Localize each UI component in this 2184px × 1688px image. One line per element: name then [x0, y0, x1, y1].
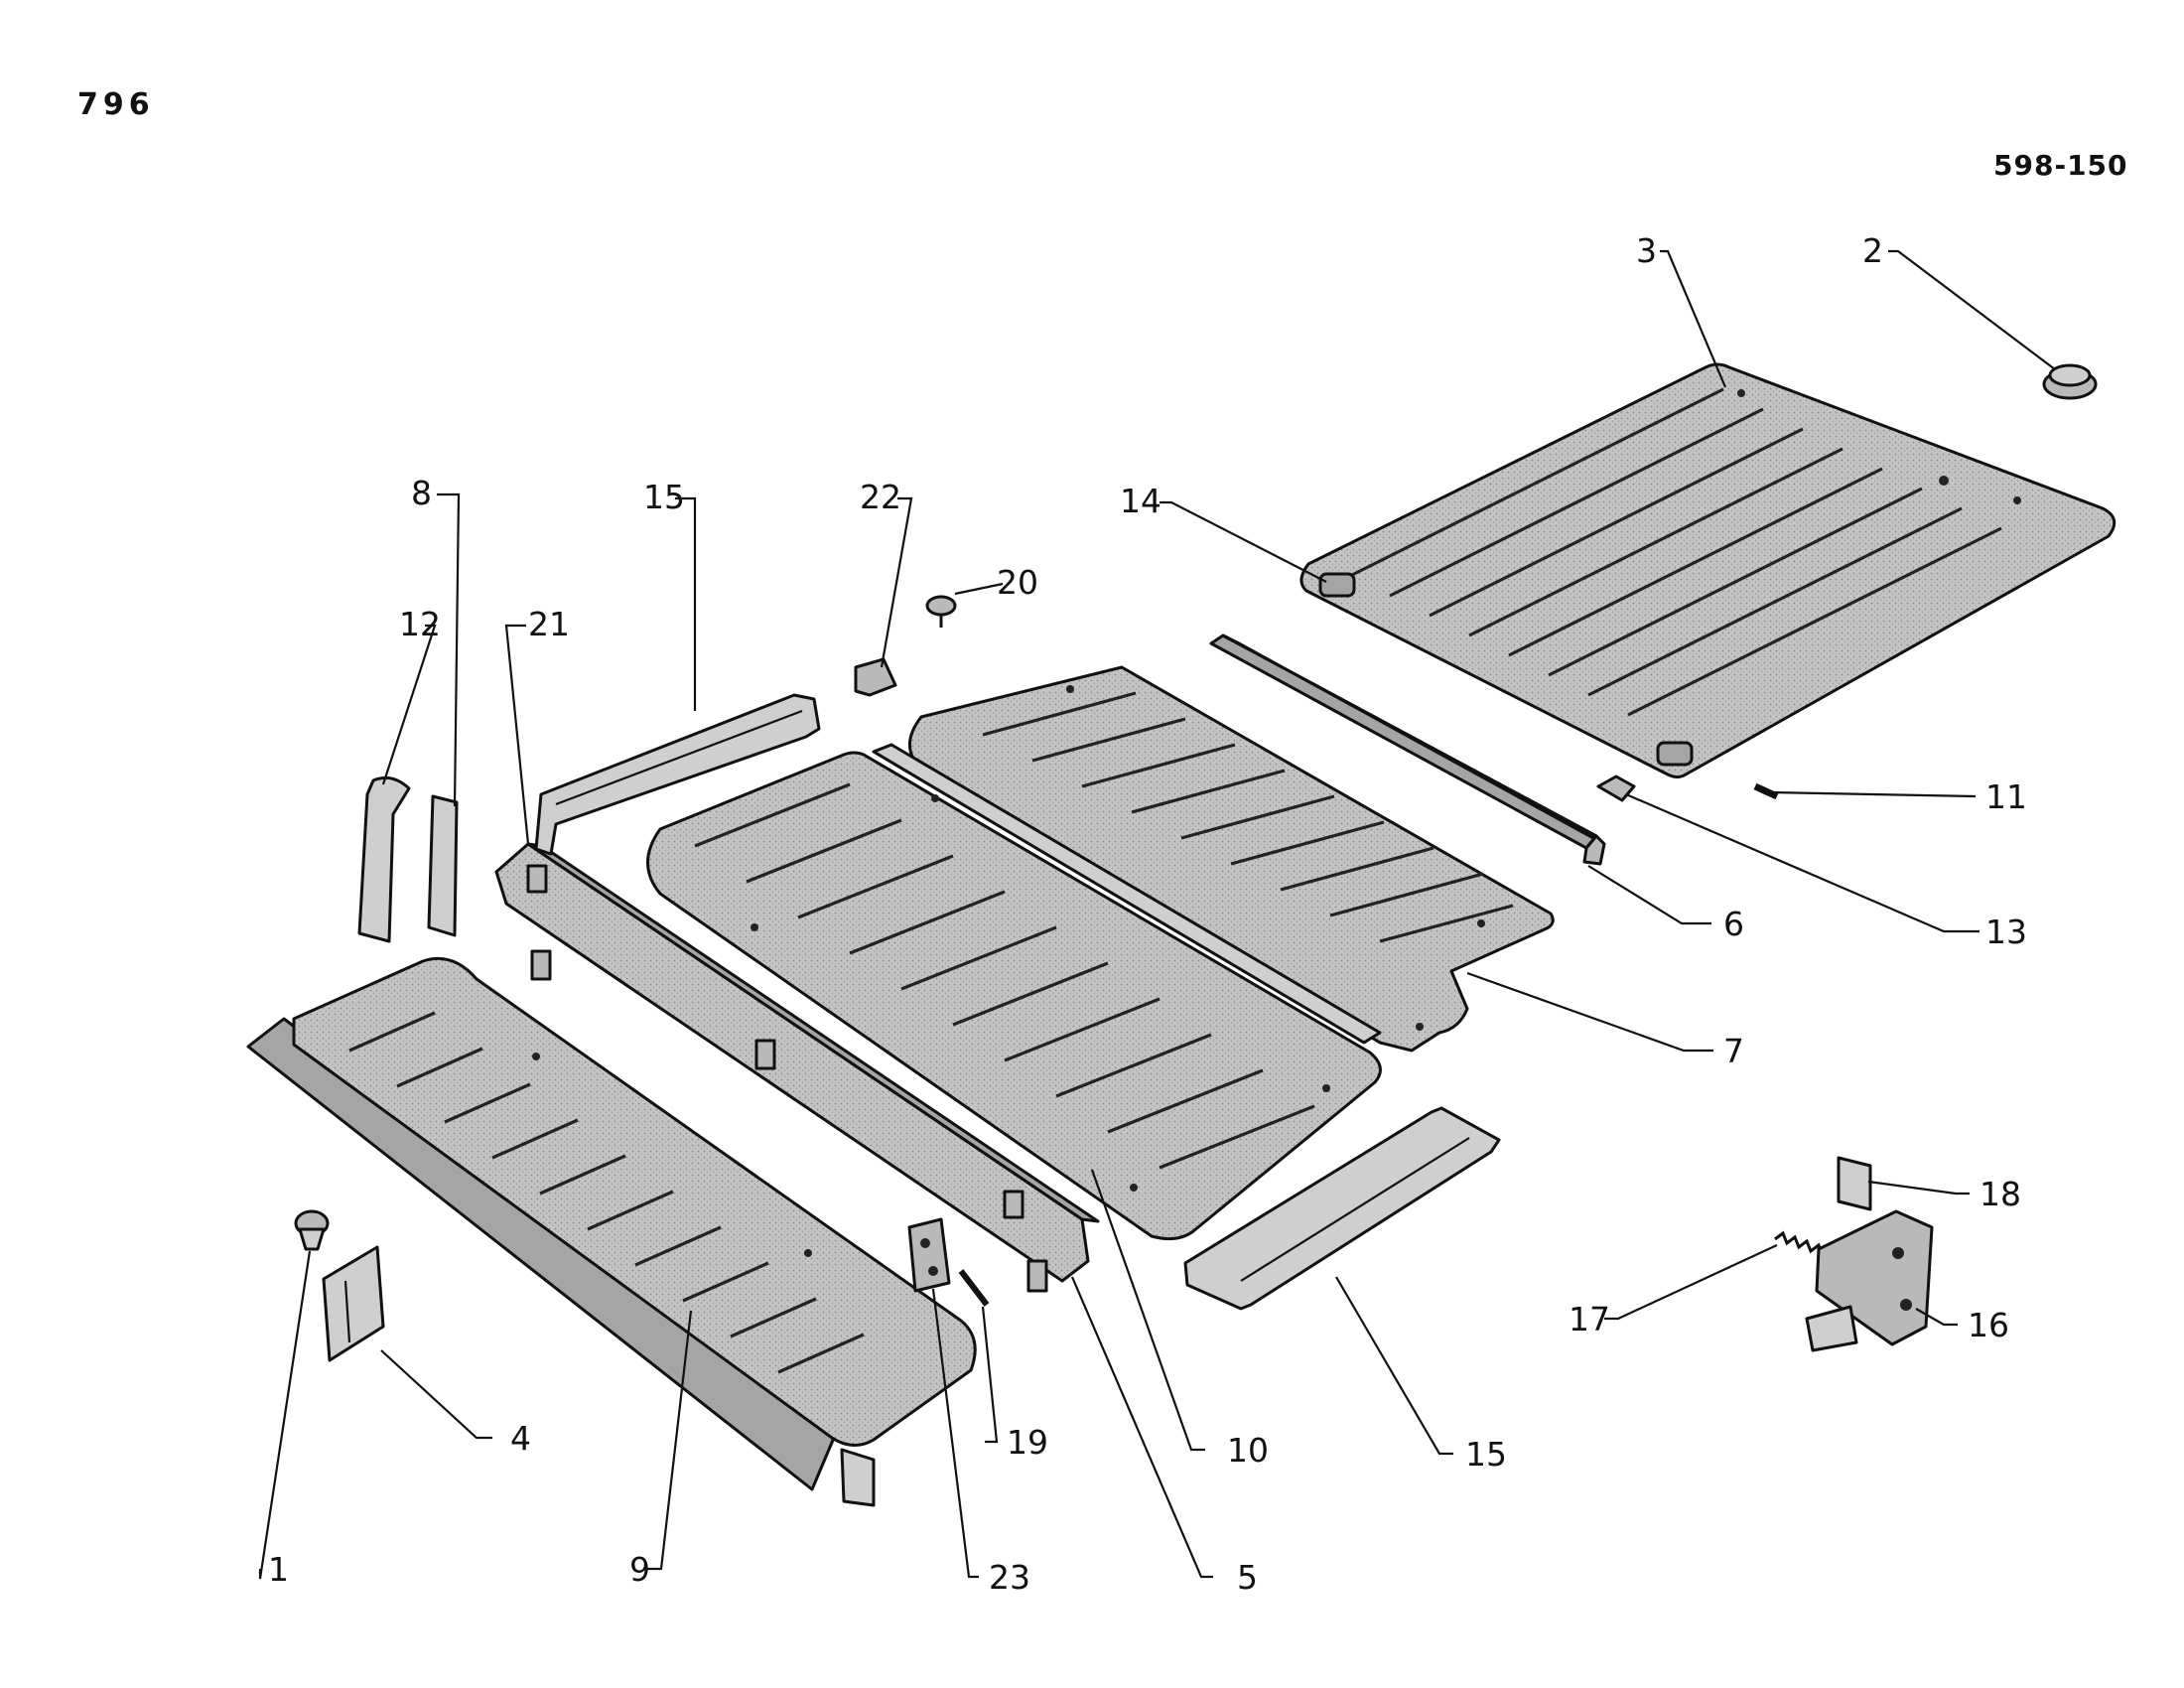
- callout-7: 7: [1723, 1032, 1744, 1070]
- callout-13: 13: [1985, 913, 2027, 951]
- callout-19: 19: [1007, 1423, 1048, 1462]
- plug-part-2: [2042, 363, 2098, 400]
- knob-part-1: [294, 1209, 330, 1251]
- callout-18: 18: [1979, 1175, 2021, 1213]
- hinge-bracket-part-23: [907, 1217, 951, 1293]
- callout-22: 22: [860, 478, 901, 516]
- middle-floor-panel: [907, 665, 1555, 1053]
- clip-part-22: [854, 657, 897, 697]
- callout-2: 2: [1862, 231, 1883, 270]
- hinge-plate-part-4: [322, 1245, 385, 1362]
- long-bar-part-5: [872, 743, 1382, 1045]
- callout-12: 12: [399, 605, 441, 643]
- callout-3: 3: [1636, 231, 1657, 270]
- callout-10: 10: [1227, 1431, 1269, 1470]
- plate-part-18: [1837, 1156, 1872, 1211]
- plate-reference: 598-150: [1993, 149, 2128, 182]
- leader-lines: [258, 249, 2056, 1580]
- tailgate-part-9: [246, 956, 977, 1507]
- side-rail-part-6: [1209, 633, 1606, 866]
- rear-floor-panel: [1299, 362, 2116, 778]
- callout-16: 16: [1968, 1306, 2009, 1344]
- bracket-part-8: [427, 794, 459, 937]
- callout-1: 1: [268, 1550, 289, 1589]
- callout-labels: 1 2 3 4 5 6 7 8 9 10 11 12 13 14 15 15 1…: [268, 231, 2027, 1597]
- callout-4: 4: [510, 1419, 531, 1458]
- screw-part-20: [925, 595, 957, 628]
- callout-6: 6: [1723, 905, 1744, 943]
- angle-bracket-lower-part-15: [1183, 1106, 1501, 1311]
- callout-8: 8: [411, 474, 432, 512]
- latch-body-part-16: [1805, 1209, 1934, 1352]
- callout-17: 17: [1569, 1300, 1610, 1338]
- callout-11: 11: [1985, 777, 2027, 816]
- page-number: 796: [77, 87, 155, 122]
- angle-bracket-upper-part-15: [534, 693, 821, 856]
- callout-15-lower: 15: [1465, 1435, 1507, 1474]
- bolt-part-19: [958, 1269, 990, 1307]
- callout-15-upper: 15: [643, 478, 685, 516]
- pin-part-11: [1753, 782, 1779, 800]
- callout-21: 21: [528, 605, 570, 643]
- callout-14: 14: [1120, 482, 1161, 520]
- callout-23: 23: [989, 1558, 1030, 1597]
- callout-20: 20: [997, 563, 1038, 602]
- bracket-part-12: [357, 775, 411, 943]
- bracket-part-13: [1596, 774, 1636, 802]
- front-floor-panel: [646, 751, 1382, 1241]
- callout-9: 9: [629, 1550, 650, 1589]
- callout-5: 5: [1237, 1558, 1258, 1597]
